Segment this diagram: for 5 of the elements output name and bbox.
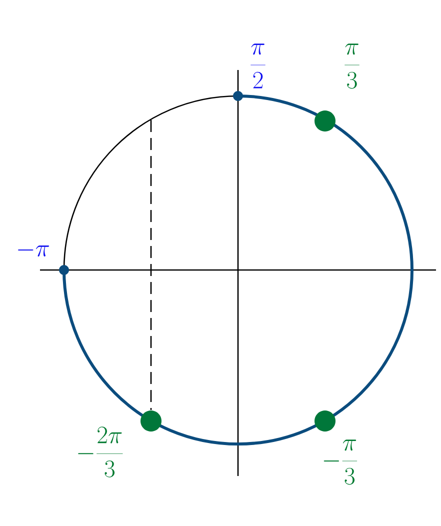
angle-label: $\frac{\pi}{3}$: [344, 44, 360, 89]
angle-label: $-\pi$: [18, 245, 50, 256]
angle-label: $-\frac{\pi}{3}$: [324, 440, 358, 485]
angle-label: $\frac{\pi}{2}$: [250, 44, 266, 88]
angle-label: $-\frac{2\pi}{3}$: [78, 426, 123, 478]
